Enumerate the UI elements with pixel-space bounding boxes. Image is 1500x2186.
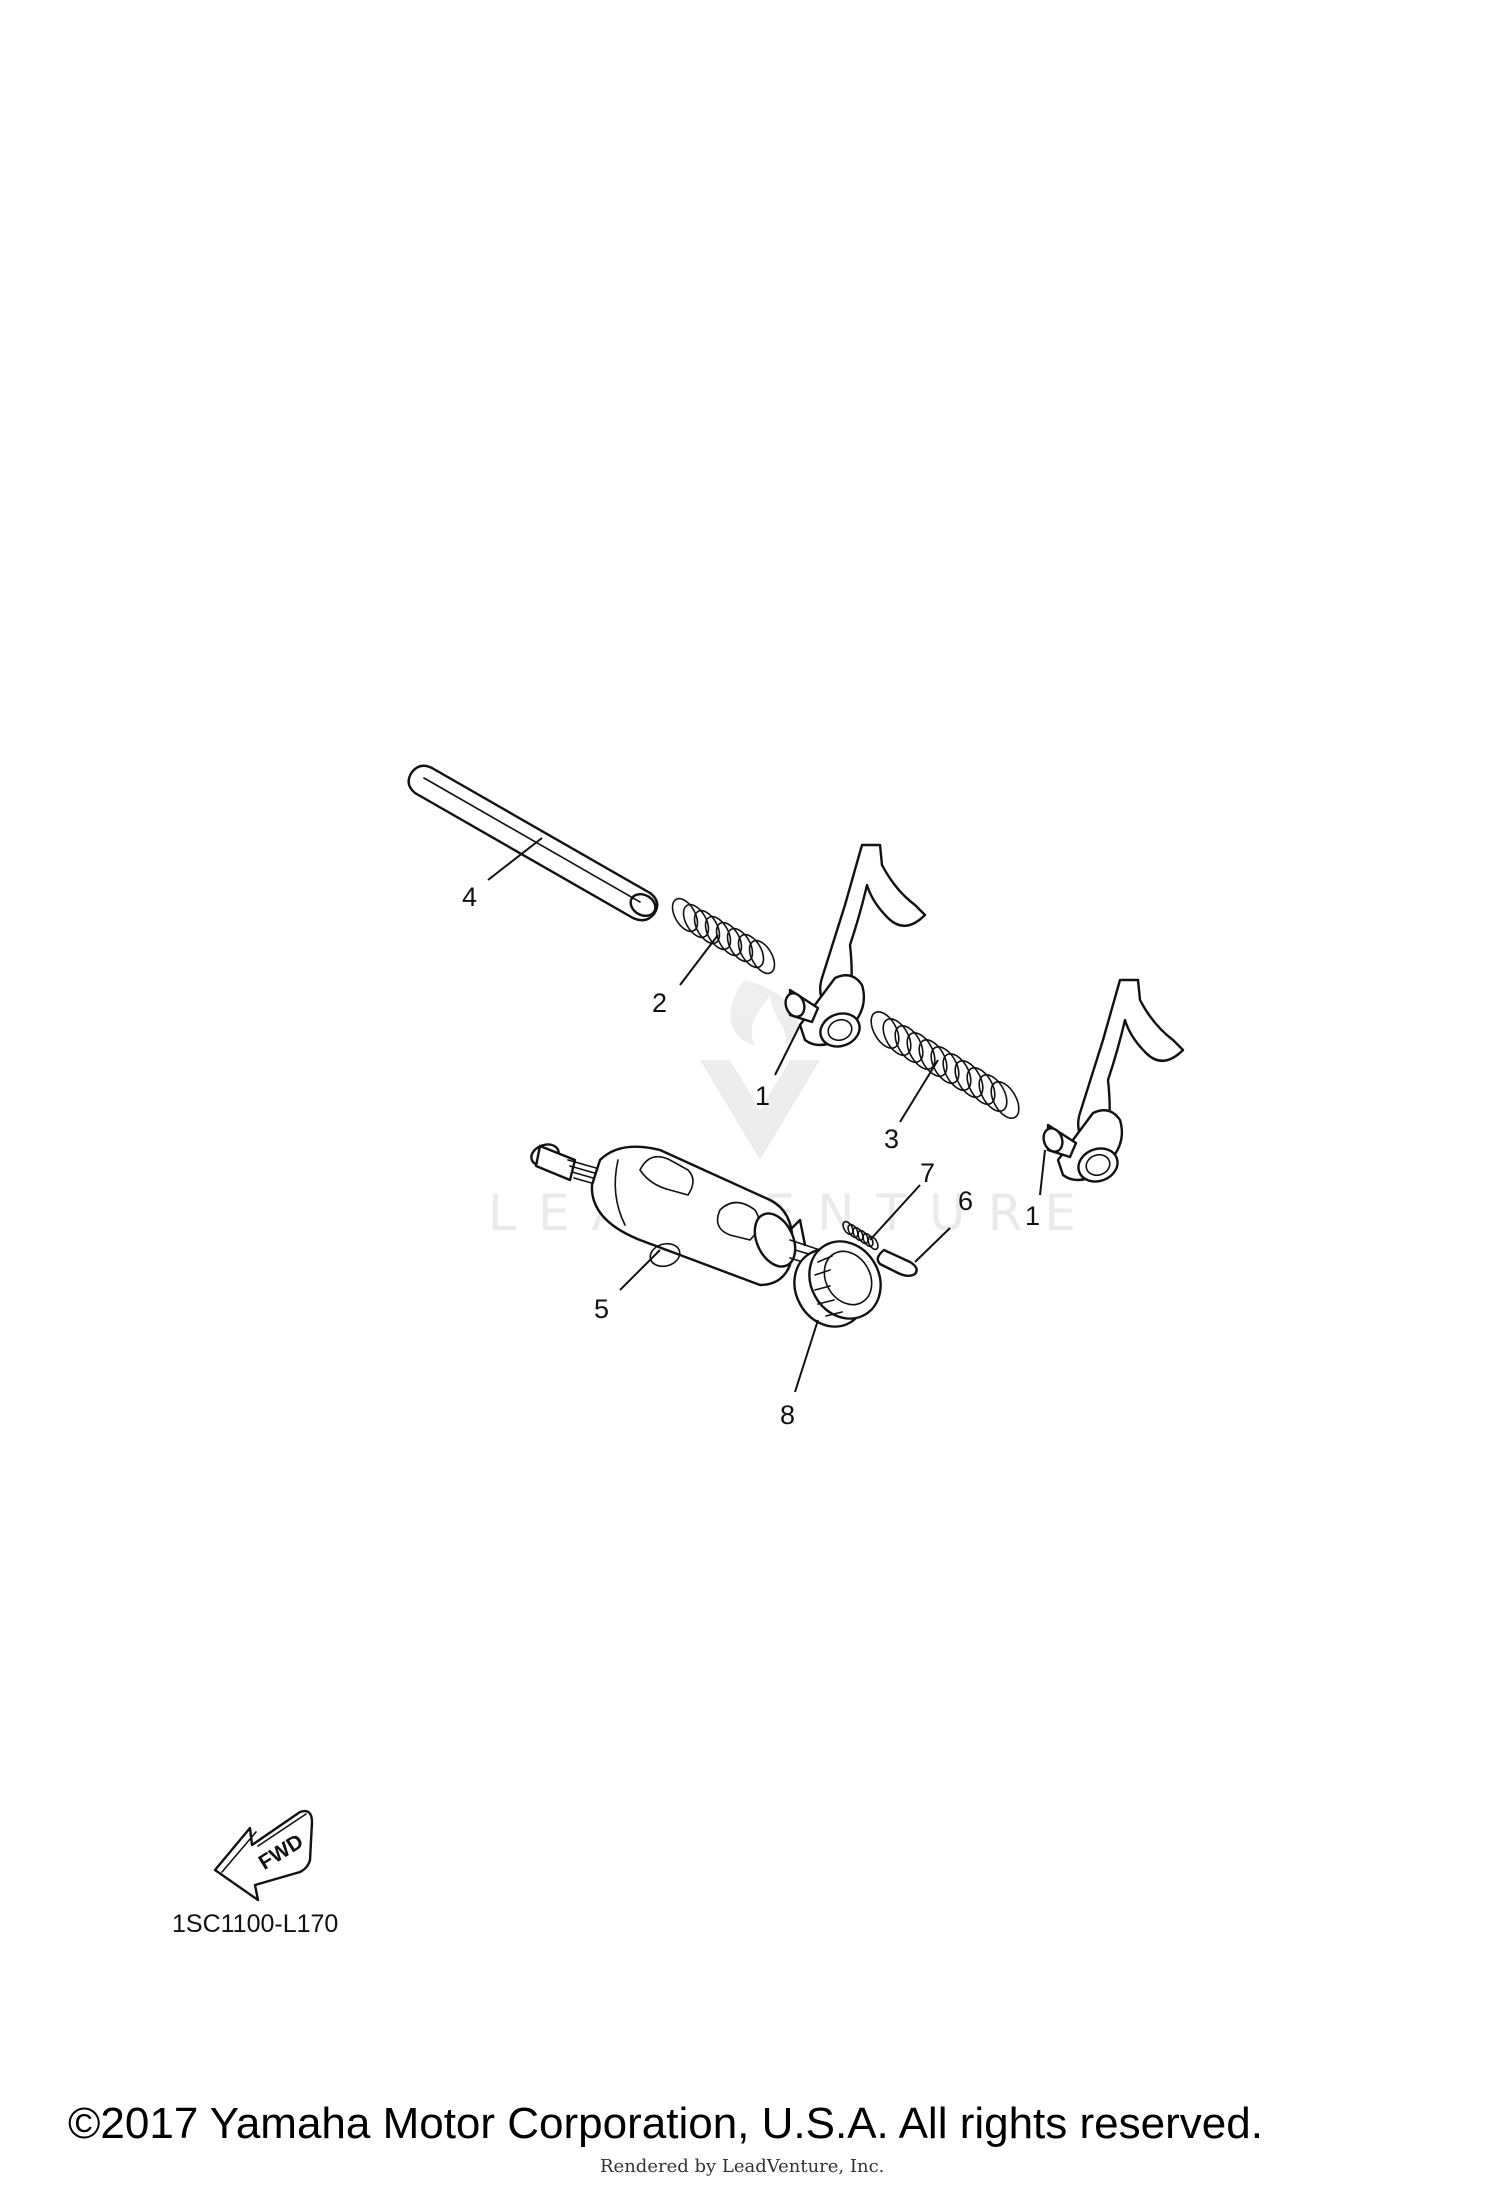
callout-8: 8 [780, 1400, 795, 1430]
copyright-text: ©2017 Yamaha Motor Corporation, U.S.A. A… [68, 2099, 1263, 2148]
callout-1: 1 [755, 1081, 770, 1111]
callout-1-right: 1 [1025, 1201, 1040, 1231]
leadventure-watermark: LEADVENTURE [488, 980, 1076, 1242]
pin-icon [876, 1248, 918, 1277]
callout-labels: 4 2 1 3 1 7 6 5 8 [462, 882, 1040, 1430]
spring-icon [671, 897, 776, 975]
callout-4: 4 [462, 882, 477, 912]
shift-fork-guide-bar-icon [407, 764, 659, 922]
callout-3: 3 [884, 1124, 899, 1154]
rendered-by-text: Rendered by LeadVenture, Inc. [600, 2156, 884, 2177]
leader-lines [487, 837, 1046, 1393]
shift-fork-icon [1042, 978, 1185, 1183]
callout-2: 2 [652, 988, 667, 1018]
callout-7: 7 [920, 1158, 935, 1188]
callout-5: 5 [594, 1294, 609, 1324]
shift-fork-icon [784, 843, 927, 1048]
diagram-code: 1SC1100-L170 [172, 1910, 338, 1938]
bearing-icon [793, 1240, 882, 1328]
callout-6: 6 [958, 1186, 973, 1216]
shift-drum-icon [530, 1143, 841, 1287]
fwd-arrow-icon: FWD [213, 1809, 314, 1902]
spring-icon [870, 1011, 1020, 1119]
